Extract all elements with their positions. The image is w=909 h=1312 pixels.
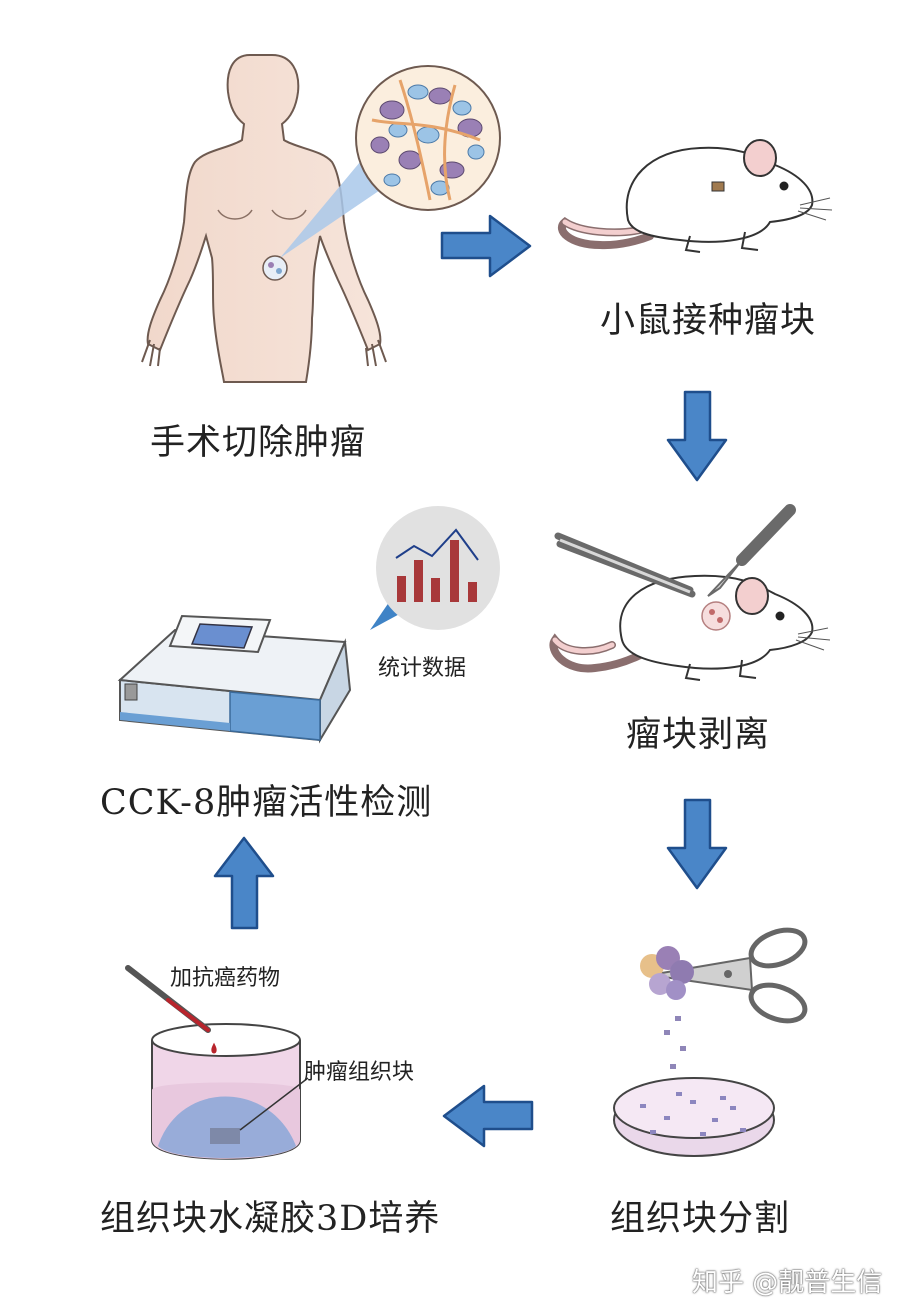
microplate-reader-icon [117,614,352,744]
step-surgery-label: 手术切除肿瘤 [150,423,367,463]
drug-annotation: 加抗癌药物 [170,966,281,991]
step-inoculate-label: 小鼠接种瘤块 [600,301,817,341]
arrow-up-icon [213,836,275,930]
human-body-icon [141,54,392,383]
petri-dish-icon [613,1077,775,1157]
arrow-left-icon [442,1084,534,1148]
scissors-icon [640,927,808,1085]
step-cut-label: 组织块分割 [610,1199,791,1239]
step-cck8-label: CCK-8肿瘤活性检测 [100,783,433,823]
mouse-icon [558,139,833,253]
watermark: 知乎 @靓普生信 [692,1268,883,1298]
pipette-icon [125,965,217,1054]
statistics-chart-icon [370,506,500,630]
mouse-dissection-icon [549,504,831,681]
step-strip-label: 瘤块剥离 [626,715,771,755]
tumor-tissue-magnified-icon [355,65,501,211]
step-culture-label: 组织块水凝胶3D培养 [100,1199,441,1239]
screen-icon [190,623,254,649]
stats-annotation: 统计数据 [378,656,467,681]
arrow-right-icon [440,214,532,278]
tumor-fragment-icon [640,946,694,1000]
tissue-block-icon [210,1128,240,1144]
arrow-down-icon-2 [666,798,728,890]
culture-beaker-icon [125,965,309,1160]
tissue-annotation: 肿瘤组织块 [304,1060,415,1085]
arrow-down-icon-1 [666,390,728,482]
